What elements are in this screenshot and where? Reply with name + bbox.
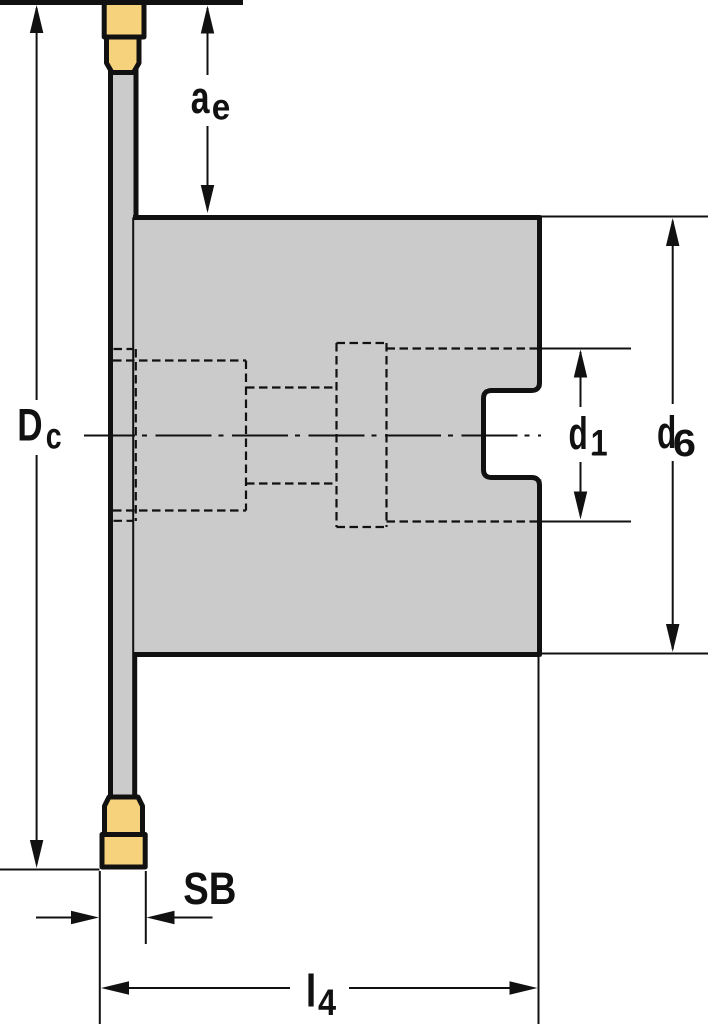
svg-text:l: l <box>306 966 317 1017</box>
svg-text:D: D <box>17 399 42 450</box>
svg-text:c: c <box>46 415 62 456</box>
svg-text:6: 6 <box>673 423 696 465</box>
svg-text:a: a <box>191 73 211 123</box>
svg-text:1: 1 <box>591 422 608 464</box>
svg-text:d: d <box>657 409 676 459</box>
svg-text:4: 4 <box>318 982 337 1023</box>
svg-text:d: d <box>569 410 588 460</box>
svg-text:e: e <box>212 87 231 128</box>
svg-text:SB: SB <box>183 863 236 914</box>
